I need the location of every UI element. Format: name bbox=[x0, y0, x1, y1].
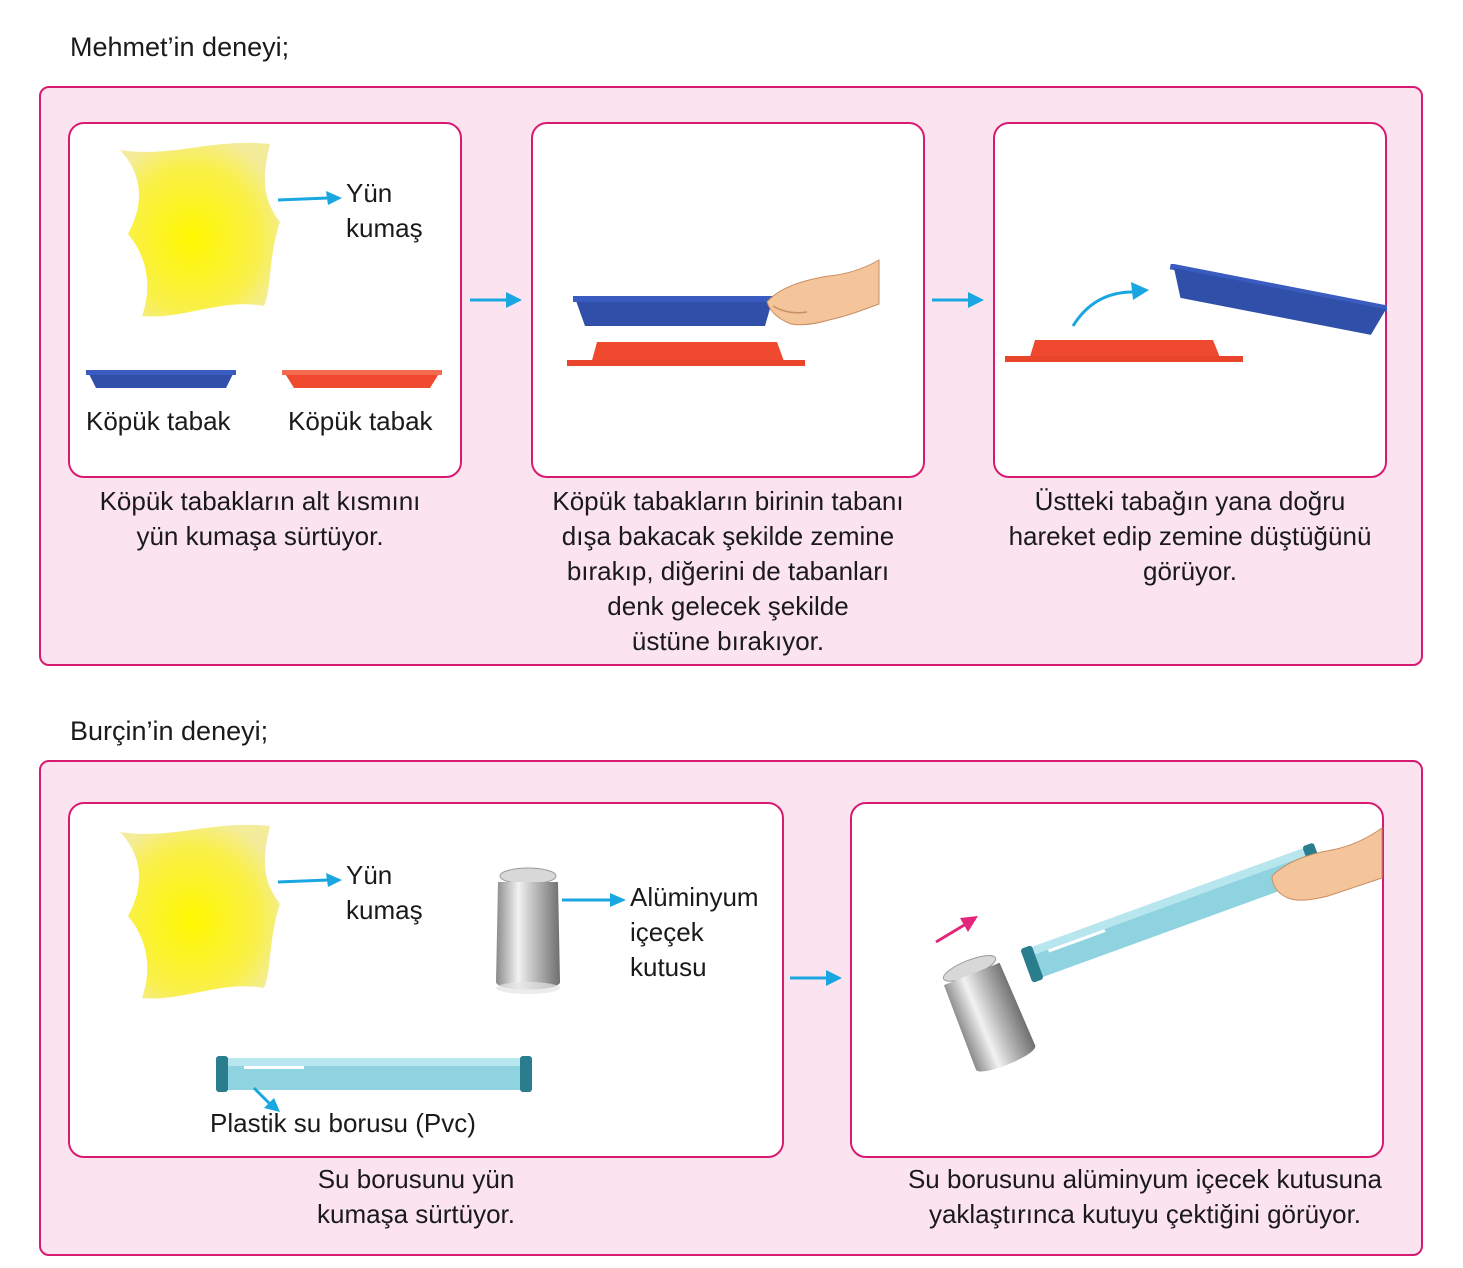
wool-label-line2: kumaş bbox=[346, 213, 423, 243]
step-arrow-3 bbox=[790, 970, 842, 986]
wool-label-line1: Yün bbox=[346, 178, 393, 208]
caption-line: Köpük tabakların birinin tabanı bbox=[552, 486, 904, 516]
aluminum-can-image bbox=[496, 867, 560, 994]
caption-line: hareket edip zemine düştüğünü bbox=[1008, 521, 1372, 551]
can-label-line1: Alüminyum bbox=[630, 882, 759, 912]
red-foam-plate bbox=[282, 370, 442, 388]
step-arrow-2 bbox=[932, 292, 984, 308]
wool-label-line2: kumaş bbox=[346, 895, 423, 925]
caption-line: Köpük tabakların alt kısmını bbox=[99, 486, 421, 516]
burcin-caption-2: Su borusunu alüminyum içecek kutusuna ya… bbox=[860, 1162, 1430, 1232]
caption-line: denk gelecek şekilde bbox=[607, 591, 849, 621]
plate-label-right: Köpük tabak bbox=[288, 406, 433, 436]
caption-line: kumaşa sürtüyor. bbox=[317, 1199, 515, 1229]
caption-line: dışa bakacak şekilde zemine bbox=[561, 521, 895, 551]
burcin-panel-2 bbox=[850, 802, 1384, 1158]
pipe-label: Plastik su borusu (Pvc) bbox=[210, 1108, 476, 1138]
burcin-heading: Burçin’in deneyi; bbox=[70, 716, 269, 746]
mehmet-panel-2 bbox=[531, 122, 925, 478]
mehmet-caption-2: Köpük tabakların birinin tabanı dışa bak… bbox=[498, 484, 958, 659]
caption-line: yün kumaşa sürtüyor. bbox=[136, 521, 384, 551]
wool-label-line1: Yün bbox=[346, 860, 393, 890]
mehmet-panel-3 bbox=[993, 122, 1387, 478]
caption-line: üstüne bırakıyor. bbox=[631, 626, 825, 656]
wool-label-arrow bbox=[277, 191, 342, 205]
caption-line: görüyor. bbox=[1143, 556, 1237, 586]
mehmet-caption-1: Köpük tabakların alt kısmını yün kumaşa … bbox=[40, 484, 480, 554]
caption-line: Üstteki tabağın yana doğru bbox=[1034, 486, 1346, 516]
pipe-label-arrow bbox=[252, 1086, 280, 1112]
burcin-caption-1: Su borusunu yün kumaşa sürtüyor. bbox=[196, 1162, 636, 1232]
pvc-pipe-image bbox=[216, 1056, 532, 1092]
caption-line: Su borusunu alüminyum içecek kutusuna bbox=[907, 1164, 1383, 1194]
step-arrow-1 bbox=[470, 292, 522, 308]
wool-label-arrow bbox=[277, 873, 342, 887]
pipe-attracting-can-image bbox=[935, 827, 1383, 1072]
can-label-line2: içeçek bbox=[630, 917, 704, 947]
wool-cloth-image bbox=[120, 142, 280, 317]
caption-line: bırakıp, diğerini de tabanları bbox=[566, 556, 890, 586]
wool-cloth-image bbox=[120, 824, 280, 999]
stacked-plates-image bbox=[567, 259, 880, 366]
caption-line: yaklaştırınca kutuyu çektiğini görüyor. bbox=[928, 1199, 1362, 1229]
mehmet-heading: Mehmet’in deneyi; bbox=[70, 32, 290, 62]
blue-foam-plate bbox=[86, 370, 236, 388]
plate-label-left: Köpük tabak bbox=[86, 406, 231, 436]
mehmet-panel-1: Yün kumaş Köpük tabak Köpük tabak bbox=[68, 122, 462, 478]
mehmet-caption-3: Üstteki tabağın yana doğru hareket edip … bbox=[960, 484, 1420, 589]
plate-falling-image bbox=[1005, 264, 1387, 362]
can-label-line3: kutusu bbox=[630, 952, 707, 982]
caption-line: Su borusunu yün bbox=[317, 1164, 515, 1194]
can-label-arrow bbox=[562, 893, 626, 907]
burcin-panel-1: Yün kumaş Alüminyum içeçek kutusu Plasti… bbox=[68, 802, 784, 1158]
